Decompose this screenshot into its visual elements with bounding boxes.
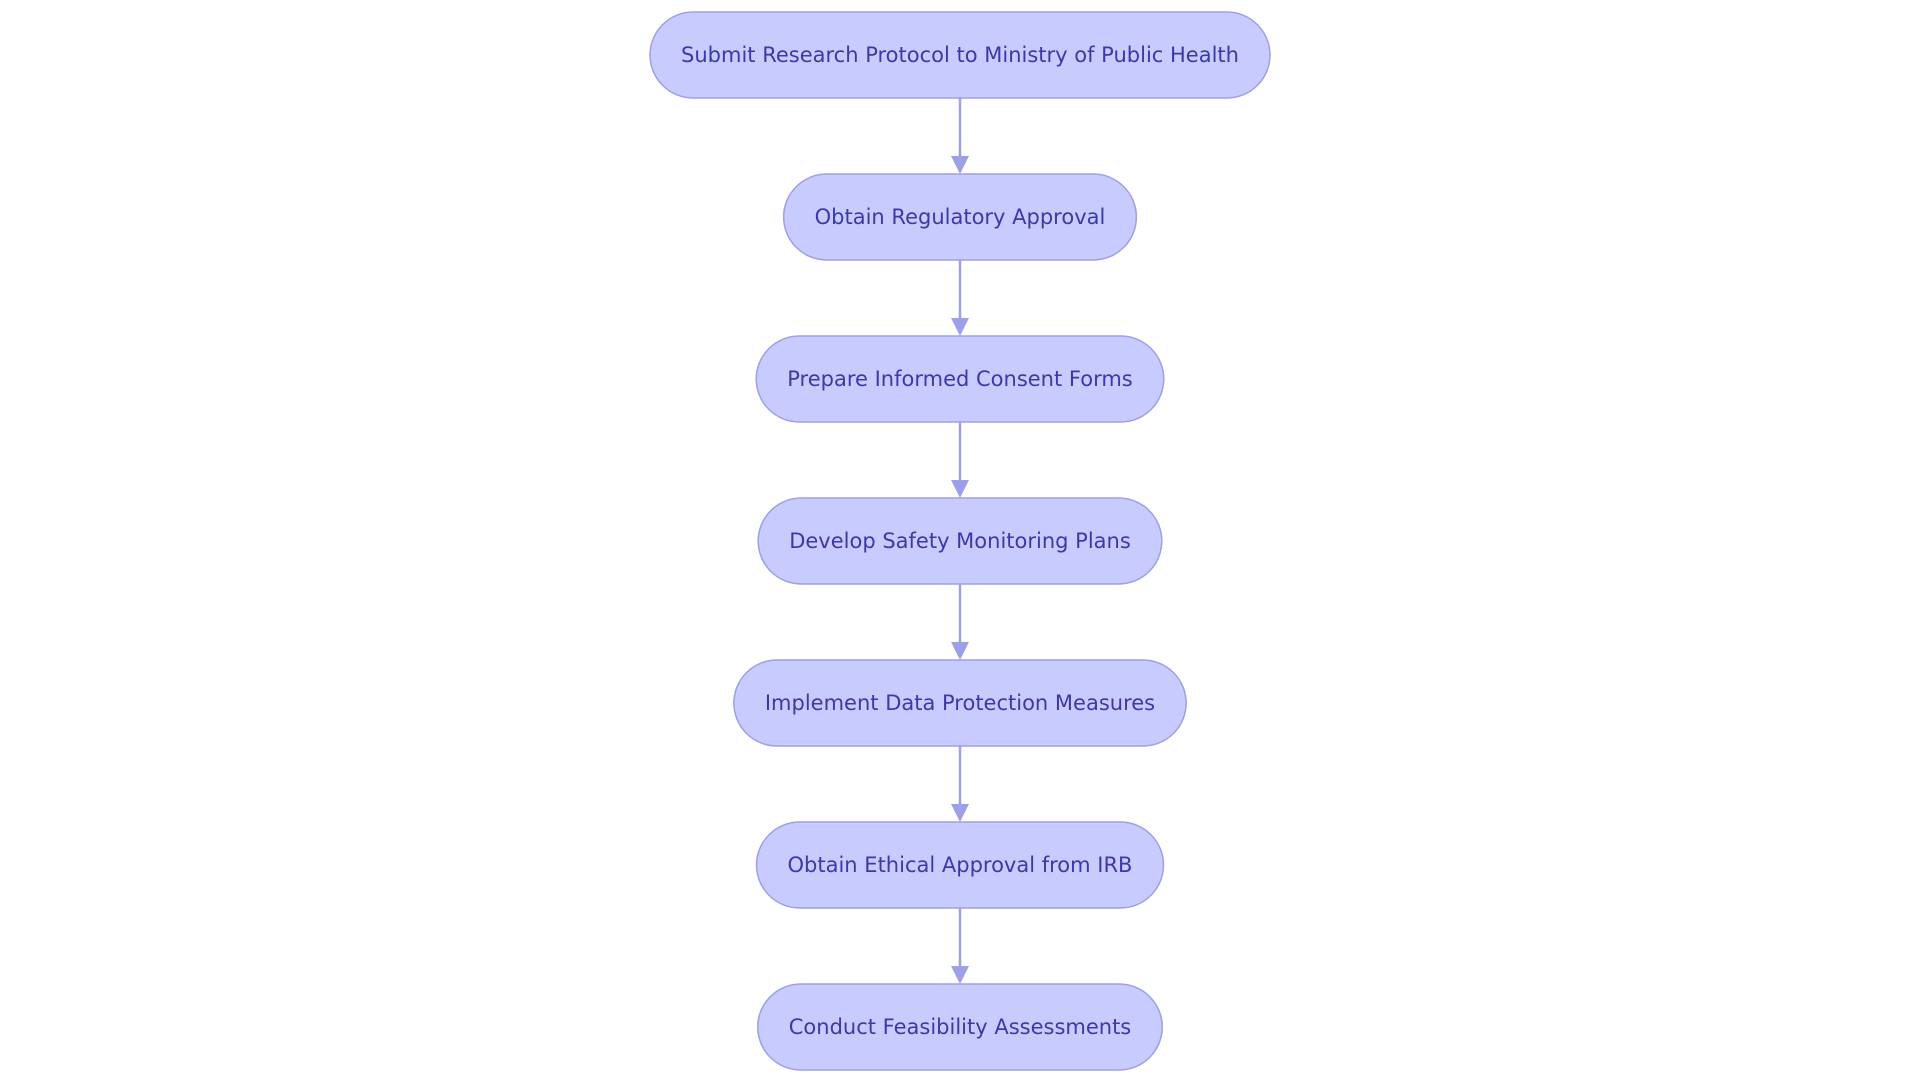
flow-node-label: Submit Research Protocol to Ministry of … — [681, 43, 1239, 67]
arrowhead-icon — [951, 318, 969, 336]
flow-edge-3 — [951, 422, 969, 498]
flow-edge-2 — [951, 260, 969, 336]
flow-node-shape — [757, 497, 1163, 585]
flow-edge-5 — [951, 746, 969, 822]
flow-edge-6 — [951, 908, 969, 984]
flow-node-3: Prepare Informed Consent Forms — [755, 335, 1165, 423]
flow-node-shape — [757, 983, 1163, 1071]
flow-edge-1 — [951, 98, 969, 174]
arrowhead-icon — [951, 642, 969, 660]
flow-node-2: Obtain Regulatory Approval — [782, 173, 1138, 261]
flow-node-7: Conduct Feasibility Assessments — [757, 983, 1163, 1071]
flow-node-label: Obtain Regulatory Approval — [815, 205, 1106, 229]
arrowhead-icon — [951, 480, 969, 498]
flow-node-shape — [782, 173, 1138, 261]
flow-node-shape — [649, 11, 1271, 99]
flow-node-shape — [755, 821, 1165, 909]
flow-node-4: Develop Safety Monitoring Plans — [757, 497, 1163, 585]
arrowhead-icon — [951, 804, 969, 822]
flow-node-label: Implement Data Protection Measures — [765, 691, 1155, 715]
nodes-layer: Submit Research Protocol to Ministry of … — [649, 11, 1271, 1071]
flow-node-5: Implement Data Protection Measures — [733, 659, 1187, 747]
edges-layer — [951, 98, 969, 984]
arrowhead-icon — [951, 966, 969, 984]
flow-node-label: Develop Safety Monitoring Plans — [789, 529, 1131, 553]
flow-edge-4 — [951, 584, 969, 660]
flow-node-1: Submit Research Protocol to Ministry of … — [649, 11, 1271, 99]
flow-node-shape — [733, 659, 1187, 747]
flow-node-label: Conduct Feasibility Assessments — [789, 1015, 1132, 1039]
arrowhead-icon — [951, 156, 969, 174]
flow-node-label: Prepare Informed Consent Forms — [787, 367, 1133, 391]
flow-node-shape — [755, 335, 1165, 423]
flow-node-label: Obtain Ethical Approval from IRB — [788, 853, 1133, 877]
flow-node-6: Obtain Ethical Approval from IRB — [755, 821, 1165, 909]
